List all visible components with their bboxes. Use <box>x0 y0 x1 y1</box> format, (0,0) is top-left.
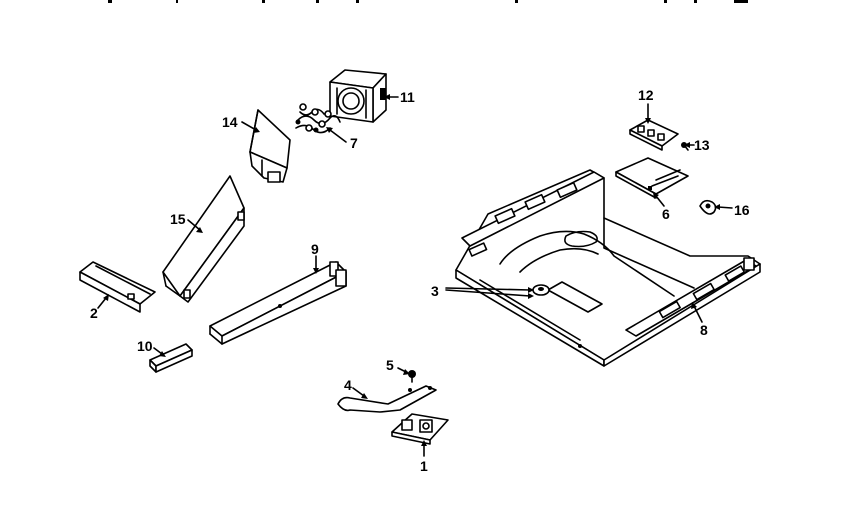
part-12-terminal-block <box>629 119 679 151</box>
part-6-control-board <box>615 157 689 199</box>
callout-14: 14 <box>222 114 238 130</box>
callout-2: 2 <box>90 305 98 321</box>
callout-10: 10 <box>137 338 153 354</box>
top-edge-fragments <box>108 0 748 3</box>
callout-12: 12 <box>638 87 654 103</box>
leader-lines <box>97 94 733 457</box>
part-11-blower-housing <box>329 69 387 123</box>
callout-labels: 11 7 14 15 2 9 10 5 4 1 3 8 12 13 6 16 <box>90 87 750 474</box>
part-3-fastener <box>532 284 550 296</box>
part-8-base-frame <box>455 169 761 367</box>
part-15-channel <box>162 175 245 303</box>
callout-9: 9 <box>311 241 319 257</box>
callout-11: 11 <box>400 89 415 105</box>
part-16-clip <box>699 199 717 215</box>
part-4-lever <box>337 385 437 413</box>
part-9-rail <box>209 261 347 345</box>
callout-7: 7 <box>350 135 358 151</box>
callout-15: 15 <box>170 211 186 227</box>
part-14-shield <box>249 109 291 183</box>
callout-3: 3 <box>431 283 439 299</box>
callout-8: 8 <box>700 322 708 338</box>
part-1-latch <box>391 413 449 445</box>
callout-1: 1 <box>420 458 428 474</box>
callout-16: 16 <box>734 202 750 218</box>
callout-5: 5 <box>386 357 394 373</box>
callout-4: 4 <box>344 377 352 393</box>
part-7-wire-harness <box>295 103 341 134</box>
part-5-screw <box>408 370 416 383</box>
part-2-bracket <box>79 261 156 313</box>
callout-6: 6 <box>662 206 670 222</box>
part-10-block <box>149 343 193 373</box>
callout-13: 13 <box>694 137 710 153</box>
